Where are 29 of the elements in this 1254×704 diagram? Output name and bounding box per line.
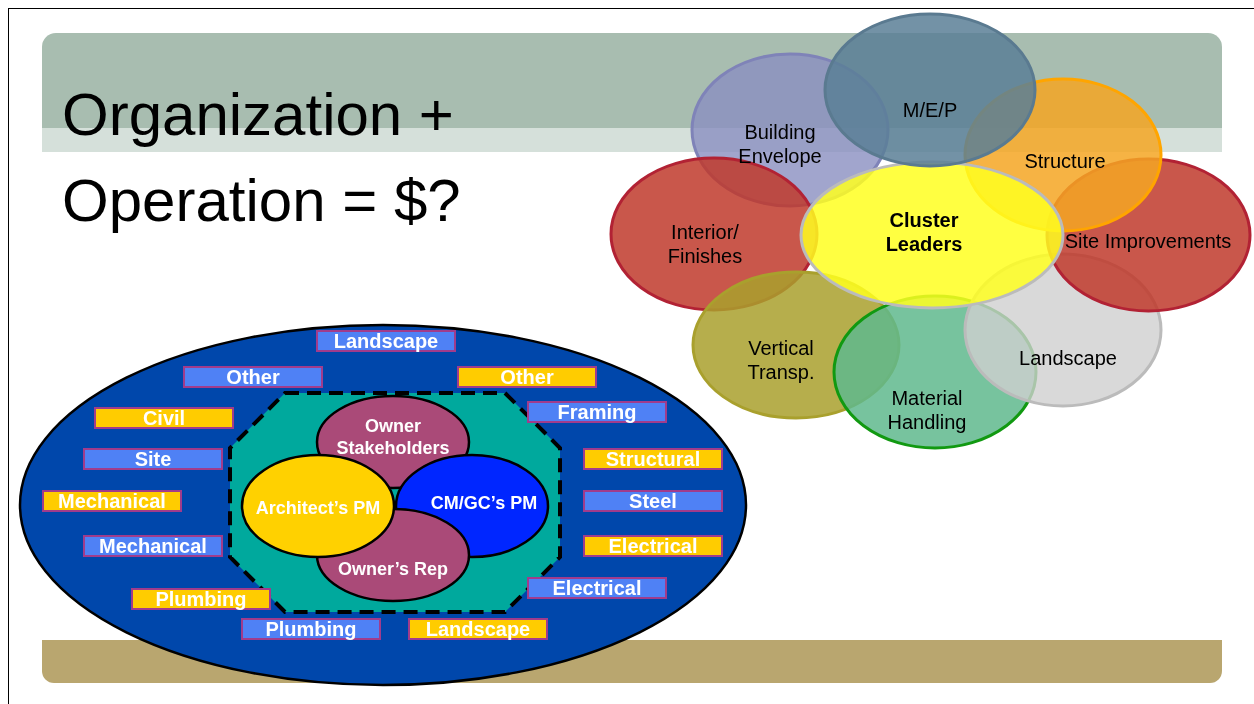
ellipse-label: Site Improvements <box>1063 229 1233 253</box>
trade-label: Mechanical <box>42 490 182 512</box>
trade-label: Landscape <box>408 618 548 640</box>
trade-label: Landscape <box>316 330 456 352</box>
trade-label: Plumbing <box>131 588 271 610</box>
trade-label: Electrical <box>527 577 667 599</box>
ellipse-label: Owner’s Rep <box>337 559 449 581</box>
trade-label: Other <box>183 366 323 388</box>
trade-label: Steel <box>583 490 723 512</box>
trade-label: Structural <box>583 448 723 470</box>
ellipse-label: Building Envelope <box>737 120 823 168</box>
trade-label: Site <box>83 448 223 470</box>
trade-label: Civil <box>94 407 234 429</box>
ellipse-label: Structure <box>1023 149 1107 173</box>
ellipse-label: Owner Stakeholders <box>335 416 451 460</box>
ellipse-label: Material Handling <box>886 386 968 434</box>
trade-label: Other <box>457 366 597 388</box>
ellipse-label: Architect’s PM <box>254 498 382 520</box>
ellipse-label: CM/GC’s PM <box>429 493 539 515</box>
trade-label: Framing <box>527 401 667 423</box>
trade-label: Mechanical <box>83 535 223 557</box>
ellipse-label: Vertical Transp. <box>746 336 816 384</box>
trade-label: Plumbing <box>241 618 381 640</box>
trade-label: Electrical <box>583 535 723 557</box>
ellipse-label: M/E/P <box>901 98 959 122</box>
ellipse-label: Interior/ Finishes <box>666 220 744 268</box>
slide-title: Organization + Operation = $? <box>62 80 462 236</box>
ellipse-label: Cluster Leaders <box>884 208 964 256</box>
ellipse-label: Landscape <box>1018 346 1118 370</box>
